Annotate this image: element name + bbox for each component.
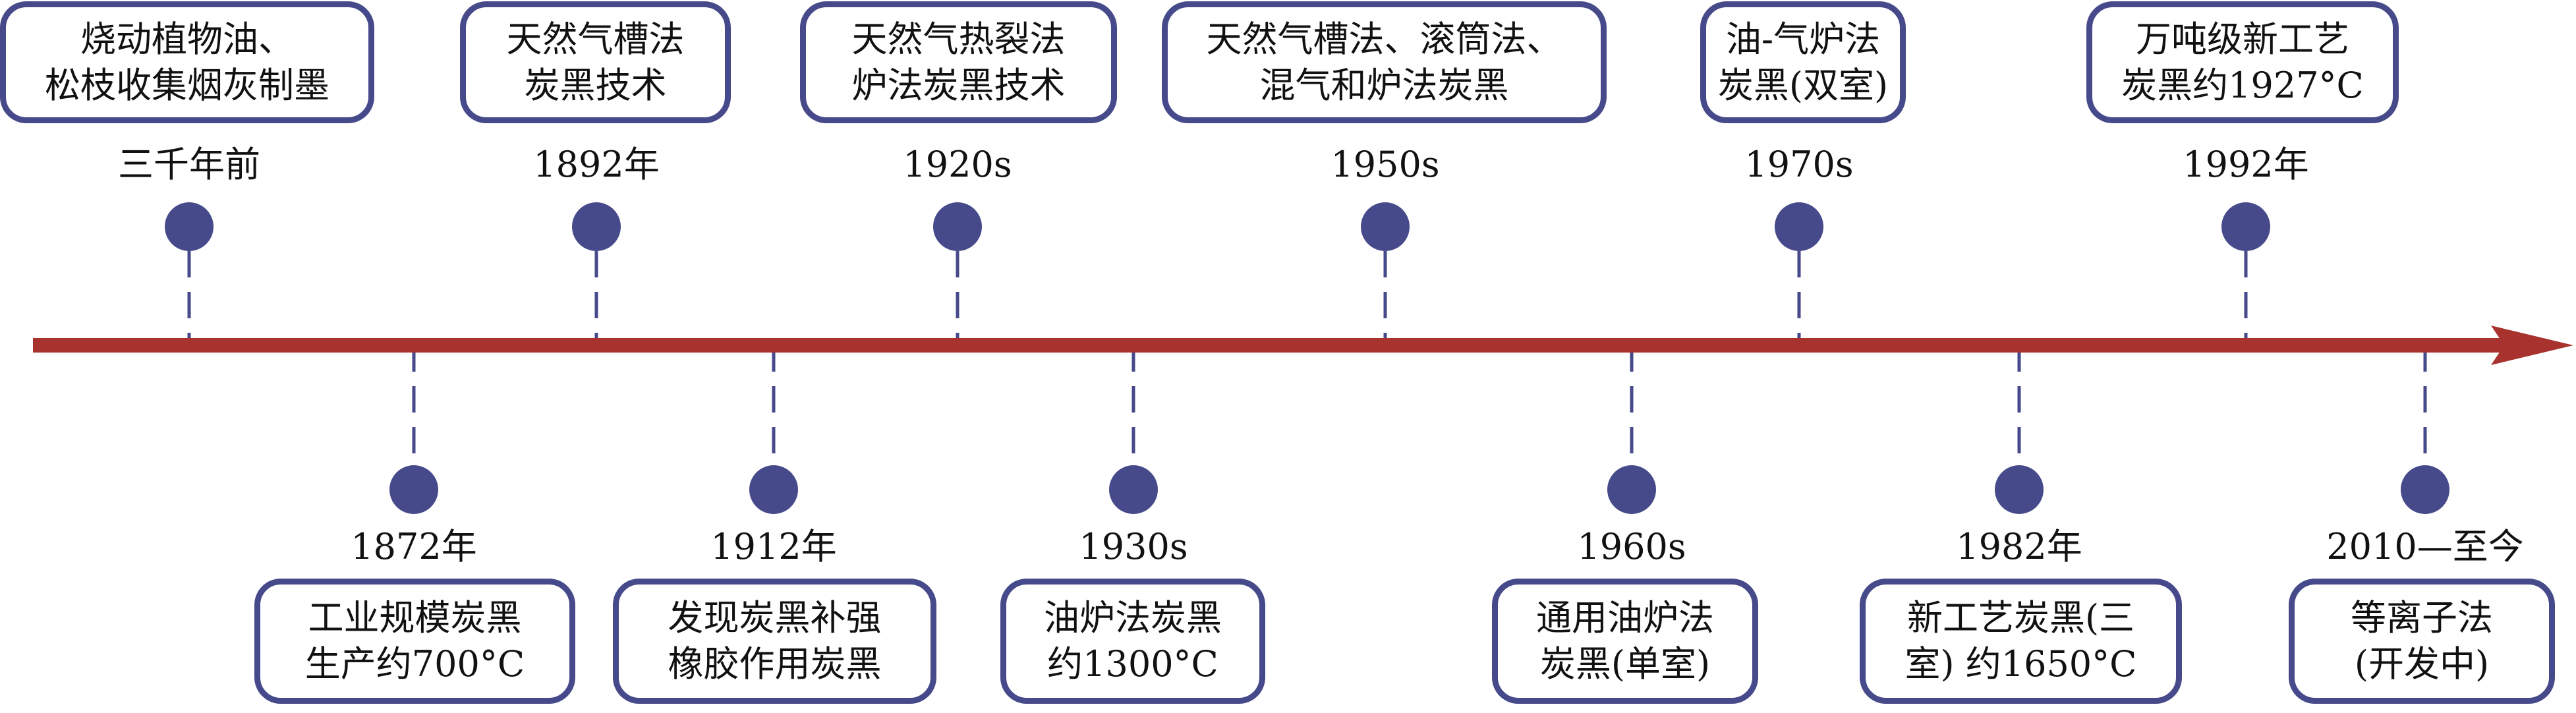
event-description-box: 通用油炉法 炭黑(单室) (1492, 579, 1758, 704)
event-date: 三千年前 (118, 144, 260, 185)
event-description-box: 油-气炉法 炭黑(双室) (1700, 1, 1906, 123)
event-date: 1912年 (710, 526, 837, 567)
event-date: 1950s (1331, 144, 1440, 185)
event-marker-dot (933, 202, 982, 251)
event-date: 1992年 (2183, 144, 2309, 185)
event-marker-dot (165, 202, 214, 251)
event-marker-dot (1109, 465, 1158, 514)
event-date: 2010—至今 (2326, 526, 2524, 567)
event-marker-dot (389, 465, 438, 514)
event-date: 1930s (1079, 526, 1188, 567)
event-date: 1960s (1577, 526, 1686, 567)
event-date: 1982年 (1956, 526, 2082, 567)
timeline-arrowhead-icon (2491, 326, 2573, 365)
event-marker-dot (572, 202, 621, 251)
event-description-box: 新工艺炭黑(三 室) 约1650°C (1860, 579, 2182, 704)
event-date: 1872年 (351, 526, 477, 567)
event-marker-dot (2221, 202, 2270, 251)
event-description-box: 万吨级新工艺 炭黑约1927°C (2086, 1, 2399, 123)
event-date: 1892年 (533, 144, 660, 185)
event-marker-dot (2401, 465, 2449, 514)
event-description-box: 油炉法炭黑 约1300°C (1000, 579, 1265, 704)
event-marker-dot (749, 465, 798, 514)
event-description-box: 天然气槽法、滚筒法、 混气和炉法炭黑 (1162, 1, 1607, 123)
event-description-box: 天然气热裂法 炉法炭黑技术 (800, 1, 1117, 123)
event-description-box: 天然气槽法 炭黑技术 (460, 1, 731, 123)
event-description-box: 等离子法 (开发中) (2289, 579, 2555, 704)
event-marker-dot (1607, 465, 1656, 514)
event-description-box: 发现炭黑补强 橡胶作用炭黑 (613, 579, 936, 704)
event-date: 1920s (903, 144, 1012, 185)
event-description-box: 工业规模炭黑 生产约700°C (254, 579, 575, 704)
event-description-box: 烧动植物油、 松枝收集烟灰制墨 (0, 1, 374, 123)
event-marker-dot (1995, 465, 2044, 514)
event-date: 1970s (1744, 144, 1854, 185)
timeline-axis (33, 338, 2524, 353)
event-marker-dot (1361, 202, 1410, 251)
event-marker-dot (1775, 202, 1823, 251)
